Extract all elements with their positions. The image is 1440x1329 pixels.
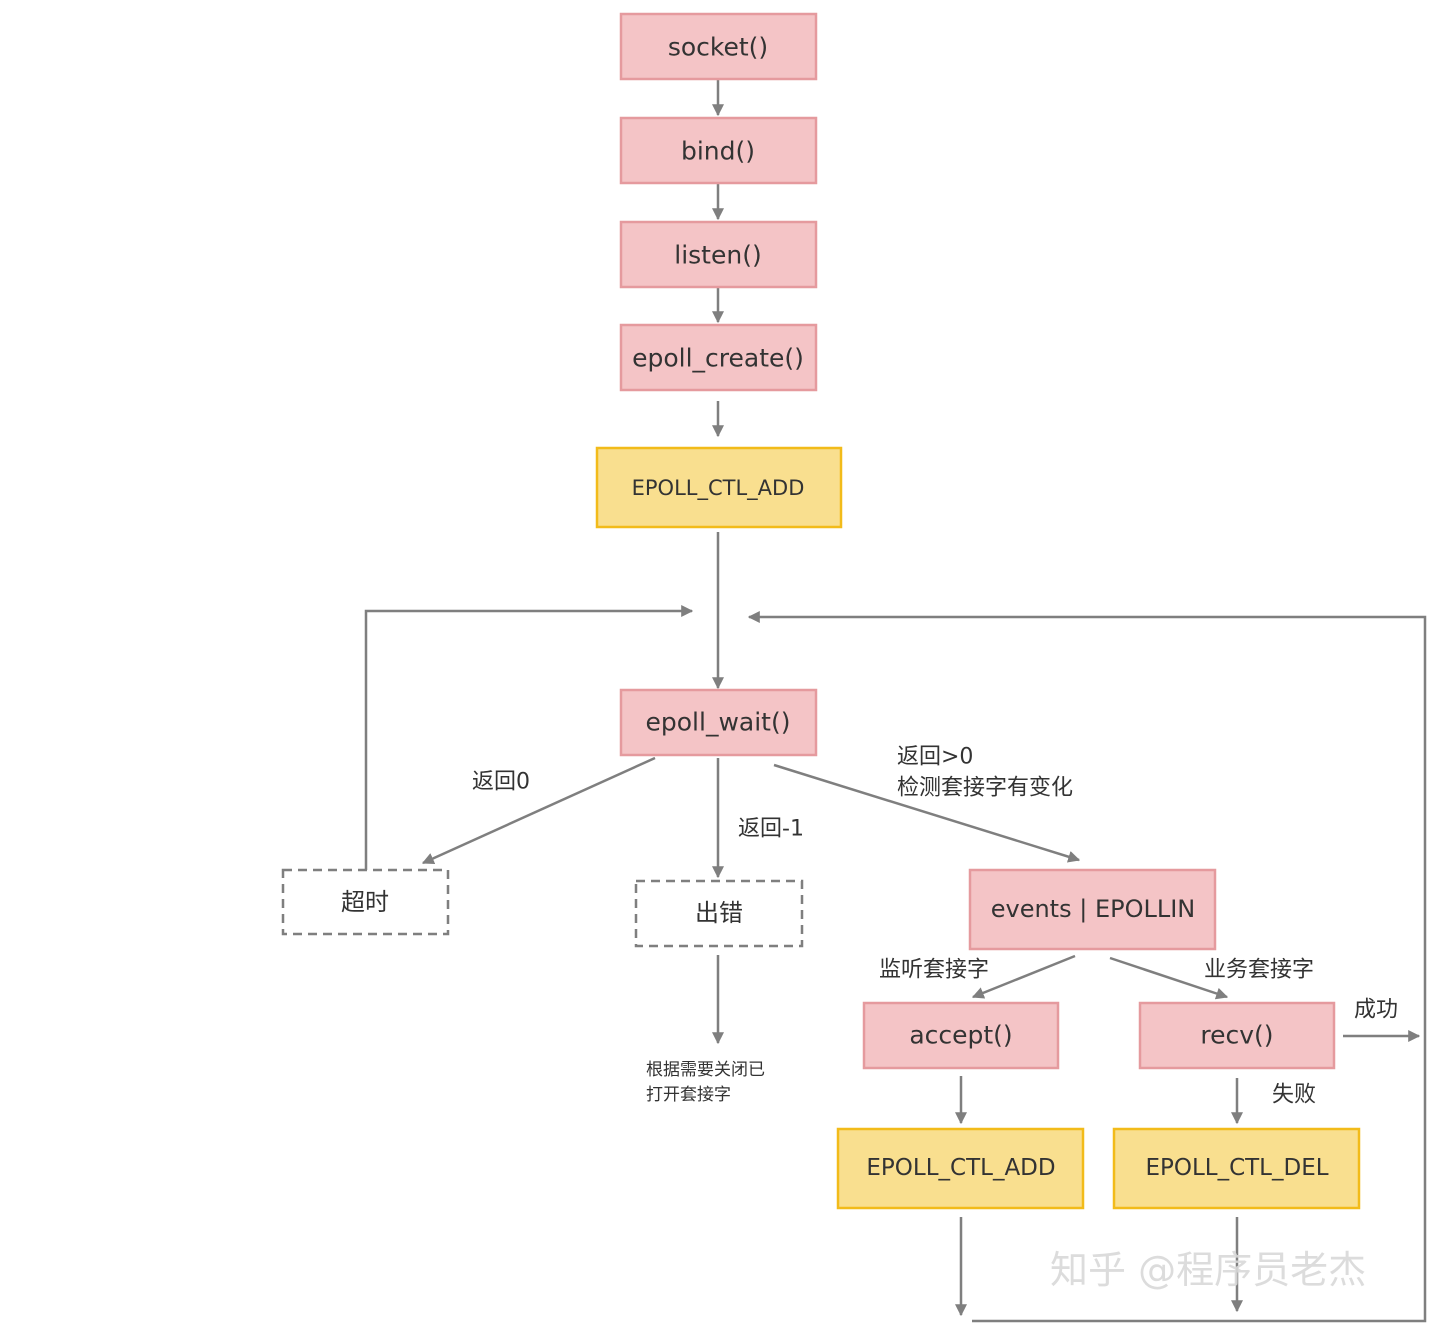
node-accept-label: accept() [909,1021,1012,1050]
watermark-text: 知乎 @程序员老杰 [1050,1248,1366,1292]
label-success: 成功 [1354,998,1398,1023]
connectors [364,80,1427,1323]
label-return-zero: 返回0 [472,770,530,795]
node-listen-label: listen() [674,241,761,270]
node-timeout-label: 超时 [341,888,389,916]
label-failure: 失败 [1272,1083,1316,1108]
node-socket: socket() [619,12,818,81]
node-error-label: 出错 [695,899,743,927]
loop-timeout-back-to-wait [364,605,694,870]
label-return-minus-one: 返回-1 [738,817,804,842]
close-note-line1: 根据需要关闭已 [646,1060,765,1080]
arrow-events-to-recv [1109,956,1229,1000]
node-bind: bind() [619,116,818,185]
node-events-label: events | EPOLLIN [991,895,1196,923]
node-socket-label: socket() [668,33,768,62]
node-recv-label: recv() [1200,1021,1273,1050]
node-ctl-del: EPOLL_CTL_DEL [1112,1127,1361,1210]
arrow-wait-to-timeout [421,756,656,865]
label-service-socket: 业务套接字 [1204,958,1314,983]
label-return-positive-line2: 检测套接字有变化 [897,776,1073,801]
node-bind-label: bind() [681,137,755,166]
node-epoll-create: epoll_create() [619,323,818,392]
label-return-positive-line1: 返回>0 [897,745,973,770]
node-ctl-add-bottom: EPOLL_CTL_ADD [836,1127,1085,1210]
loop-bottom-back-to-wait [747,611,1427,1323]
node-recv: recv() [1138,1001,1336,1070]
label-listen-socket: 监听套接字 [879,958,989,983]
node-ctl-add-bottom-label: EPOLL_CTL_ADD [866,1155,1055,1181]
arrow-wait-to-events [773,763,1081,863]
node-epoll-wait-label: epoll_wait() [646,708,791,737]
node-timeout: 超时 [281,868,450,936]
node-epoll-create-label: epoll_create() [632,344,804,373]
node-epoll-wait: epoll_wait() [619,688,818,757]
node-events: events | EPOLLIN [968,868,1217,951]
node-ctl-add-top: EPOLL_CTL_ADD [595,446,843,529]
node-listen: listen() [619,220,818,289]
node-error: 出错 [634,879,804,948]
node-ctl-del-label: EPOLL_CTL_DEL [1145,1155,1328,1181]
arrow-events-to-accept [971,954,1076,999]
close-note-line2: 打开套接字 [646,1085,731,1105]
node-accept: accept() [862,1001,1060,1070]
node-ctl-add-top-label: EPOLL_CTL_ADD [632,476,805,501]
